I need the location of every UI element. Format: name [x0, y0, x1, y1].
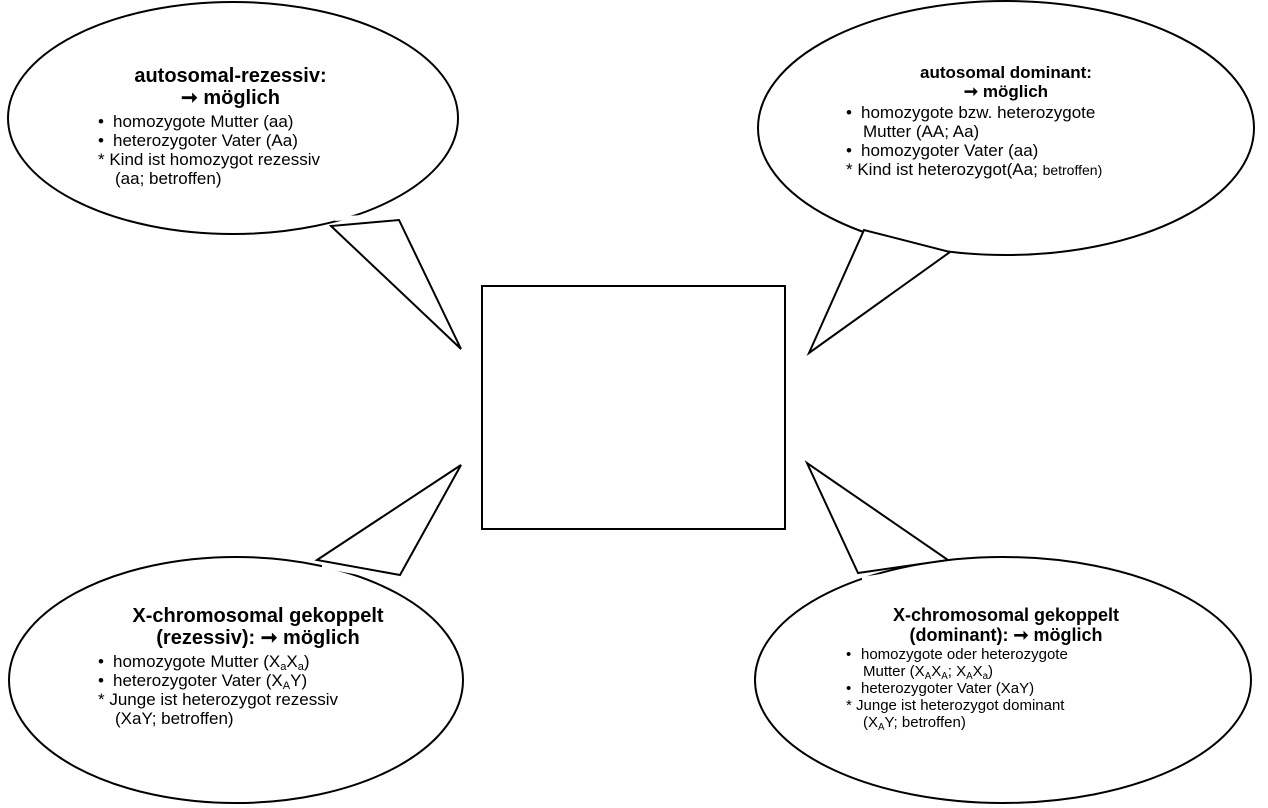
bullet-icon: • — [98, 111, 104, 131]
title-line-1: X-chromosomal gekoppelt — [132, 605, 384, 627]
note-line: * Kind ist heterozygot(Aa; betroffen) — [846, 160, 1103, 180]
bullet-icon: • — [846, 679, 852, 697]
list-item: •heterozygoter Vater (XAY) — [98, 670, 308, 692]
bullet-icon: • — [846, 646, 852, 664]
bubble-bottom-right-text: X-chromosomal gekoppelt (dominant): ➞ mö… — [846, 605, 1176, 733]
note-line: (XaY; betroffen) — [115, 708, 234, 728]
title-line-1: autosomal-rezessiv: — [134, 65, 327, 87]
list-item: •homozygote oder heterozygote — [846, 646, 1068, 664]
bubble-bottom-right — [754, 460, 1252, 804]
note-line: (aa; betroffen) — [115, 168, 222, 188]
list-item-continuation: Mutter (AA; Aa) — [863, 122, 980, 142]
bubble-top-right — [757, 0, 1255, 356]
bubble-bottom-left — [8, 464, 464, 804]
title-line-1: autosomal dominant: — [920, 63, 1092, 82]
center-box — [481, 285, 786, 530]
bullet-icon: • — [98, 651, 104, 671]
bubble-top-right-text: autosomal dominant: ➞ möglich •homozygot… — [846, 63, 1176, 179]
note-line: * Junge ist heterozygot dominant — [846, 696, 1065, 714]
bullet-icon: • — [846, 141, 852, 161]
bubble-title: autosomal dominant: ➞ möglich — [846, 63, 1166, 101]
bullet-icon: • — [98, 130, 104, 150]
list-item-continuation: Mutter (XAXA; XAXa) — [863, 663, 994, 683]
note-line: * Kind ist homozygot rezessiv — [98, 149, 321, 169]
title-line-2: (dominant): ➞ möglich — [909, 625, 1103, 646]
note-line: * Junge ist heterozygot rezessiv — [98, 689, 339, 709]
list-item: •homozygote Mutter (aa) — [98, 111, 294, 131]
list-item: •homozygote Mutter (XaXa) — [98, 651, 310, 673]
list-item: •homozygote bzw. heterozygote — [846, 103, 1096, 123]
list-item: •homozygoter Vater (aa) — [846, 141, 1039, 161]
bubble-top-left-text: autosomal-rezessiv: ➞ möglich •homozygot… — [98, 65, 398, 188]
bubble-top-left — [7, 1, 462, 350]
note-line: (XAY; betroffen) — [863, 713, 966, 733]
bubble-title: X-chromosomal gekoppelt (rezessiv): ➞ mö… — [98, 605, 418, 650]
bullet-icon: • — [846, 103, 852, 123]
title-line-2: ➞ möglich — [181, 87, 280, 110]
title-line-2: ➞ möglich — [963, 82, 1049, 102]
bullet-icon: • — [98, 670, 104, 690]
list-item: •heterozygoter Vater (Aa) — [98, 130, 298, 150]
bubble-title: autosomal-rezessiv: ➞ möglich — [98, 65, 363, 110]
bubble-title: X-chromosomal gekoppelt (dominant): ➞ mö… — [846, 605, 1166, 645]
bubble-bottom-left-text: X-chromosomal gekoppelt (rezessiv): ➞ mö… — [98, 605, 428, 728]
title-line-1: X-chromosomal gekoppelt — [892, 605, 1120, 625]
title-line-2: (rezessiv): ➞ möglich — [156, 627, 360, 650]
list-item: •heterozygoter Vater (XaY) — [846, 679, 1035, 697]
